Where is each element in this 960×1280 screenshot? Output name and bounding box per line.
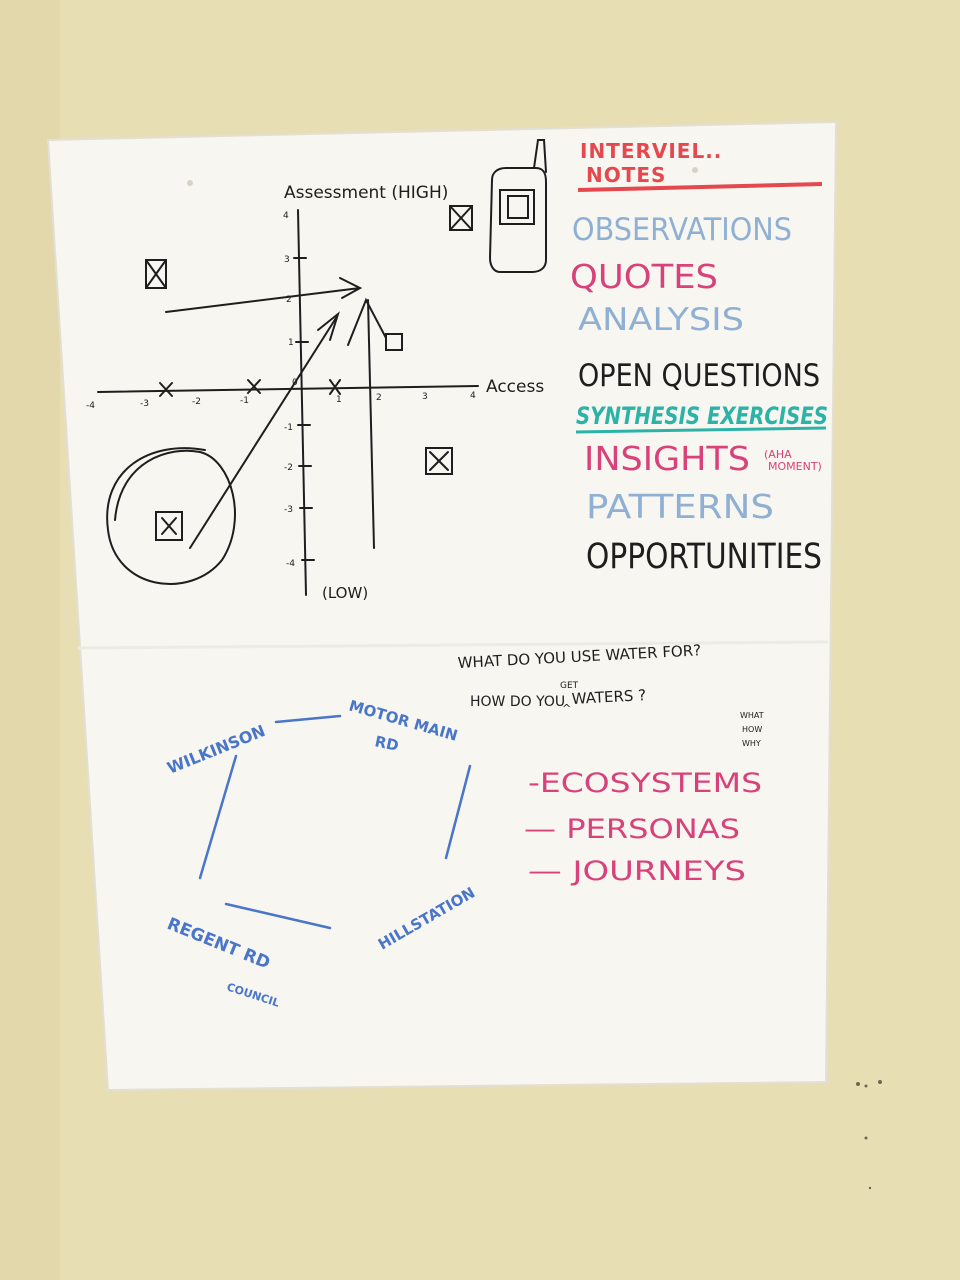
x-tick-label: 1 bbox=[336, 395, 342, 405]
method-personas: — PERSONAS bbox=[524, 814, 740, 845]
y-axis-label: Assessment (HIGH) bbox=[284, 183, 448, 203]
y-axis-low-label: (LOW) bbox=[322, 584, 368, 602]
vertical-arrow bbox=[367, 299, 375, 549]
aside-what: WHAT bbox=[740, 711, 764, 720]
x-axis-label: Access bbox=[486, 377, 544, 397]
map-line-right bbox=[444, 764, 472, 860]
method-list: -ECOSYSTEMS — PERSONAS — JOURNEYS bbox=[524, 768, 762, 887]
x-tick-label: -1 bbox=[240, 396, 249, 406]
punch-hole-right bbox=[692, 167, 698, 173]
y-axis bbox=[297, 209, 307, 596]
note-opportunities: OPPORTUNITIES bbox=[586, 537, 822, 577]
x-mark-3b bbox=[329, 379, 341, 395]
y-tick-label: -1 bbox=[284, 423, 293, 433]
vertical-arrowhead bbox=[347, 297, 387, 346]
map-label-rd: RD bbox=[373, 732, 400, 755]
question-insert-caret: ^ bbox=[562, 702, 571, 715]
map-line-top bbox=[274, 714, 342, 724]
note-insights: INSIGHTS bbox=[584, 439, 750, 478]
x-axis bbox=[97, 385, 479, 393]
diagonal-arrowhead bbox=[317, 311, 340, 341]
graph-labels: Assessment (HIGH) (LOW) Access -4 -3 -2 … bbox=[86, 183, 544, 602]
aside-why: WHY bbox=[742, 739, 761, 748]
y-tick-label: 2 bbox=[286, 295, 292, 305]
notes-title-underline bbox=[577, 182, 823, 192]
crossed-box-1 bbox=[145, 259, 167, 289]
wall-shadow-left bbox=[0, 0, 60, 1280]
x-tick-label: 2 bbox=[376, 393, 382, 403]
interview-notes-list: INTERVIEL.. NOTES OBSERVATIONS QUOTES AN… bbox=[570, 139, 828, 577]
horizontal-arrow bbox=[165, 287, 361, 313]
crossed-box-4 bbox=[425, 447, 453, 475]
y-tick-labels: 4 3 2 1 -1 -2 -3 -4 bbox=[283, 211, 295, 569]
crossed-box-5 bbox=[155, 511, 183, 541]
method-ecosystems: -ECOSYSTEMS bbox=[528, 768, 762, 799]
crossed-box-2 bbox=[449, 205, 473, 231]
x-mark-2b bbox=[247, 379, 261, 394]
mobile-phone-doodle bbox=[488, 139, 547, 273]
x-tick-labels: -4 -3 -2 -1 0 1 2 3 4 bbox=[86, 378, 476, 411]
synthesis-underline bbox=[575, 426, 827, 434]
x-tick-label: -3 bbox=[140, 399, 149, 409]
map-connectors bbox=[198, 714, 472, 930]
flipchart-paper bbox=[46, 120, 838, 1092]
y-tick-label: 1 bbox=[288, 338, 294, 348]
diagonal-arrow bbox=[189, 317, 337, 549]
x-mark-1b bbox=[159, 382, 173, 397]
x-tick-label: -2 bbox=[192, 397, 201, 407]
note-analysis: ANALYSIS bbox=[578, 302, 744, 338]
note-insights-aside-2: MOMENT) bbox=[768, 460, 822, 473]
y-tick-label: -4 bbox=[286, 559, 295, 569]
aside-how: HOW bbox=[742, 725, 762, 734]
note-synthesis-exercises: SYNTHESIS EXERCISES bbox=[576, 402, 828, 430]
note-observations: OBSERVATIONS bbox=[572, 212, 792, 248]
assessment-access-graph bbox=[97, 139, 547, 596]
x-tick-label: 4 bbox=[470, 391, 476, 401]
question-insert-word: GET bbox=[560, 681, 579, 691]
horizontal-arrowhead bbox=[339, 277, 363, 299]
question-get-water-prefix: HOW DO YOU bbox=[470, 694, 565, 710]
punch-hole-left bbox=[187, 180, 193, 186]
x-tick-label: 3 bbox=[422, 392, 428, 402]
open-box-3 bbox=[385, 333, 403, 351]
notes-title-line1: INTERVIEL.. bbox=[580, 139, 722, 163]
map-line-left bbox=[198, 754, 238, 880]
note-open-questions: OPEN QUESTIONS bbox=[578, 358, 820, 394]
question-get-water-suffix: WATERS ? bbox=[571, 686, 646, 708]
note-insights-aside-1: (AHA bbox=[764, 448, 792, 461]
notes-title-line2: NOTES bbox=[586, 163, 666, 187]
y-tick-label: -2 bbox=[284, 463, 293, 473]
wall-marks bbox=[856, 1080, 882, 1190]
note-patterns: PATTERNS bbox=[586, 487, 774, 526]
x-tick-label: 0 bbox=[292, 378, 298, 388]
method-journeys: — JOURNEYS bbox=[528, 856, 746, 887]
paper-fold-crease bbox=[77, 640, 829, 650]
x-tick-label: -4 bbox=[86, 401, 95, 411]
circled-cluster bbox=[106, 447, 236, 585]
y-tick-label: 3 bbox=[284, 255, 290, 265]
y-tick-label: -3 bbox=[284, 505, 293, 515]
note-quotes: QUOTES bbox=[570, 257, 718, 296]
map-line-bottom bbox=[224, 902, 332, 930]
y-tick-label: 4 bbox=[283, 211, 289, 221]
